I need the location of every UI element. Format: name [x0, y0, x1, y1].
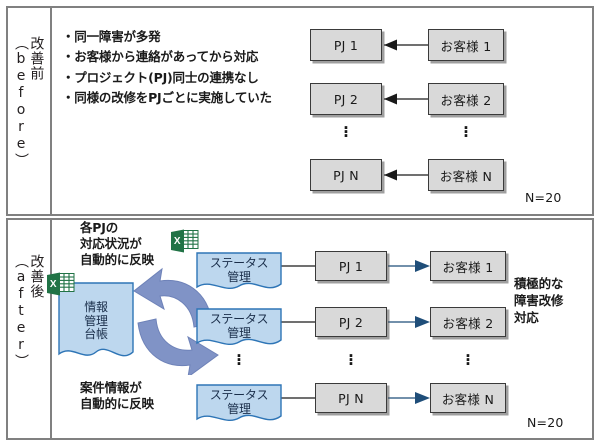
bullet-item: ・同様の改修をPJごとに実施していた: [62, 89, 272, 105]
section-before-frame: [6, 6, 594, 216]
after-label-cell: 改善後（after）: [6, 218, 52, 440]
before-label-cell: 改善前（before）: [6, 6, 52, 216]
document-shape: [196, 308, 282, 345]
before-customer-ellipsis: ···: [463, 119, 469, 145]
bullet-item: ・同一障害が多発: [62, 29, 161, 44]
annotation-top-line-1: 各PJの: [80, 220, 119, 235]
status-line-1: ステータス: [209, 388, 269, 403]
after-status-ellipsis: ···: [236, 347, 242, 373]
annotation-right-line-1: 積極的な: [514, 276, 564, 291]
status-label-1: ステータス 管理: [209, 256, 269, 289]
before-pj-box-1: PJ 1: [310, 29, 382, 61]
before-pj-box-2: PJ 2: [310, 83, 382, 115]
after-pj-box-1: PJ 1: [315, 251, 387, 281]
after-pj-box-2: PJ 2: [315, 307, 387, 337]
after-pj-box-n: PJ N: [315, 383, 387, 413]
annotation-top-line-3: 自動的に反映: [80, 252, 154, 267]
document-shape: [58, 282, 134, 357]
before-customer-box-2: お客様 2: [428, 83, 504, 115]
after-sync-arrows: [133, 267, 219, 375]
after-row-label: 改善後（after）: [13, 254, 45, 369]
annotation-right-line-2: 障害改修: [514, 292, 564, 308]
after-count-note: N=20: [527, 415, 564, 430]
status-line-1: ステータス: [209, 256, 269, 271]
ledger-line-3: 台帳: [84, 327, 108, 342]
excel-icon-glyph: X: [171, 229, 199, 253]
curved-arrow-down-right: [137, 318, 219, 375]
svg-text:X: X: [50, 279, 57, 290]
ledger-line-2: 管理: [84, 313, 108, 328]
before-connectors: [384, 39, 428, 181]
annotation-right-line-3: 対応: [514, 309, 539, 325]
after-customer-box-2: お客様 2: [430, 307, 506, 337]
after-status-doc-2: ステータス 管理: [196, 308, 282, 350]
svg-text:X: X: [174, 236, 181, 247]
document-shape: [196, 252, 282, 289]
excel-icon-glyph: X: [47, 272, 75, 296]
after-annotation-top: 各PJの 対応状況が 自動的に反映: [80, 220, 154, 268]
status-line-2: 管理: [227, 401, 251, 416]
after-pj-ellipsis: ···: [348, 347, 354, 373]
after-annotation-bottom: 案件情報が 自動的に反映: [80, 380, 154, 412]
before-pj-box-n: PJ N: [310, 159, 382, 191]
curved-arrow-up-left: [133, 267, 213, 328]
after-ledger-doc: 情報 管理 台帳: [58, 282, 134, 366]
before-customer-box-1: お客様 1: [428, 29, 504, 61]
excel-icon: X: [46, 272, 76, 296]
before-bullet-list: ・同一障害が多発 ・お客様から連絡があってから対応 ・プロジェクト(PJ)同士の…: [62, 27, 302, 108]
before-row-label: 改善前（before）: [13, 36, 45, 168]
document-shape: [196, 384, 282, 421]
after-annotation-right: 積極的な 障害改修 対応: [514, 276, 563, 327]
ledger-line-1: 情報: [84, 300, 108, 315]
status-line-2: 管理: [227, 325, 251, 340]
status-label-2: ステータス 管理: [209, 312, 269, 345]
status-label-n: ステータス 管理: [209, 388, 269, 421]
annotation-bottom-line-2: 自動的に反映: [80, 396, 154, 411]
section-after-frame: [6, 218, 594, 440]
after-customer-box-n: お客様 N: [430, 383, 506, 413]
before-customer-box-n: お客様 N: [428, 159, 504, 191]
before-count-note: N=20: [525, 190, 562, 205]
after-customer-box-1: お客様 1: [430, 251, 506, 281]
after-status-doc-n: ステータス 管理: [196, 384, 282, 426]
annotation-top-line-2: 対応状況が: [80, 236, 142, 251]
annotation-bottom-line-1: 案件情報が: [80, 380, 142, 395]
ledger-label: 情報 管理 台帳: [84, 300, 108, 346]
bullet-item: ・プロジェクト(PJ)同士の連携なし: [62, 69, 259, 85]
status-line-1: ステータス: [209, 312, 269, 327]
after-status-doc-1: ステータス 管理: [196, 252, 282, 294]
bullet-item: ・お客様から連絡があってから対応: [62, 49, 259, 65]
status-line-2: 管理: [227, 269, 251, 284]
excel-icon: X: [170, 229, 200, 253]
after-customer-ellipsis: ···: [465, 347, 471, 373]
after-connectors: [280, 260, 430, 404]
before-pj-ellipsis: ···: [343, 119, 349, 145]
